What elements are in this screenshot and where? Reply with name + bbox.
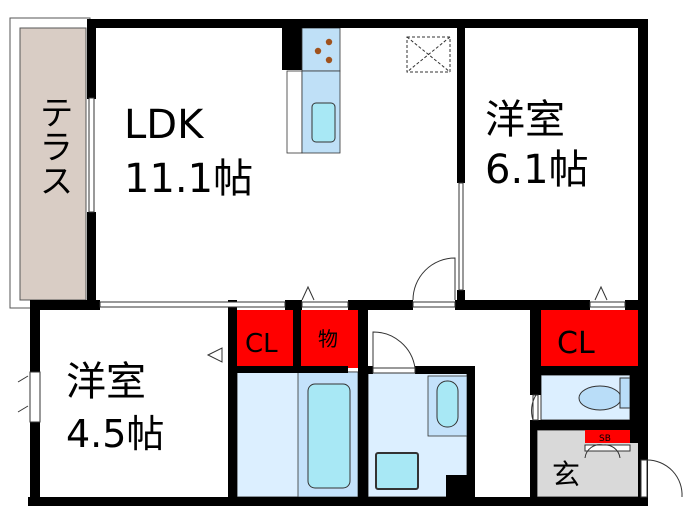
bedroom-east-size: 6.1帖 — [485, 147, 589, 193]
stove-burner — [325, 38, 333, 46]
bedroom-east-name: 洋室 — [485, 97, 565, 143]
entrance-label: 玄 — [552, 458, 580, 491]
sink — [311, 102, 336, 143]
closet-1 — [237, 310, 293, 368]
toilet-icon — [578, 385, 622, 411]
bathtub — [307, 383, 351, 489]
bedroom-west-name: 洋室 — [66, 359, 146, 405]
kitchen — [282, 27, 341, 154]
closet-1-label: CL — [245, 329, 278, 359]
shoe-box-label: SB — [599, 434, 611, 444]
washing-machine — [375, 452, 419, 490]
ceiling-storage-hatch — [406, 36, 451, 73]
storage-label: 物 — [318, 327, 338, 351]
bedroom-west-size: 4.5帖 — [66, 412, 164, 456]
washbasin — [436, 380, 459, 428]
storage — [301, 310, 358, 368]
stove-burner — [314, 47, 322, 55]
closet-2 — [541, 310, 641, 368]
door-swings — [17, 257, 683, 498]
ldk-name: LDK — [124, 102, 205, 148]
ldk-size: 11.1帖 — [124, 156, 253, 202]
stove-burner — [325, 56, 333, 64]
walls — [28, 19, 648, 506]
terrace-label: テラス — [33, 95, 73, 197]
shoe-box — [585, 430, 630, 443]
closet-2-label: CL — [557, 326, 595, 361]
terrace: テラス — [9, 17, 91, 309]
